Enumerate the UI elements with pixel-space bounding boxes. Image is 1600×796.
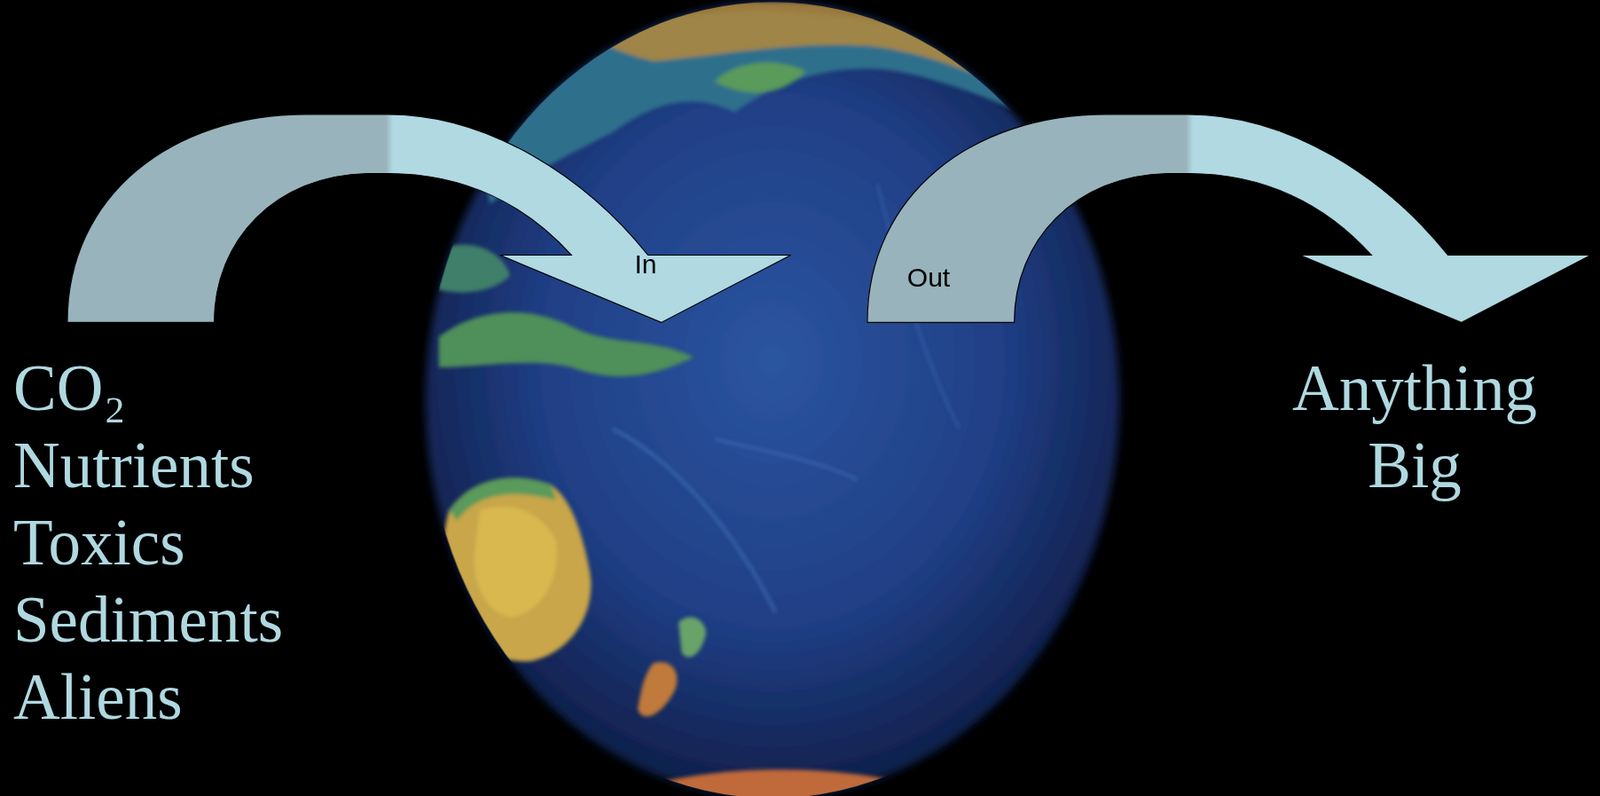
input-item: CO₂ bbox=[13, 349, 126, 427]
input-item: Aliens bbox=[13, 658, 183, 736]
input-item: Toxics bbox=[13, 503, 186, 581]
in-arrow bbox=[67, 114, 792, 323]
out-arrow bbox=[867, 114, 1592, 323]
arrow-label: Out bbox=[907, 262, 950, 293]
input-item: Sediments bbox=[13, 580, 283, 659]
arrow-label: In bbox=[634, 249, 657, 280]
input-item: Nutrients bbox=[13, 426, 255, 504]
output-item: Anything Big bbox=[1259, 349, 1570, 504]
